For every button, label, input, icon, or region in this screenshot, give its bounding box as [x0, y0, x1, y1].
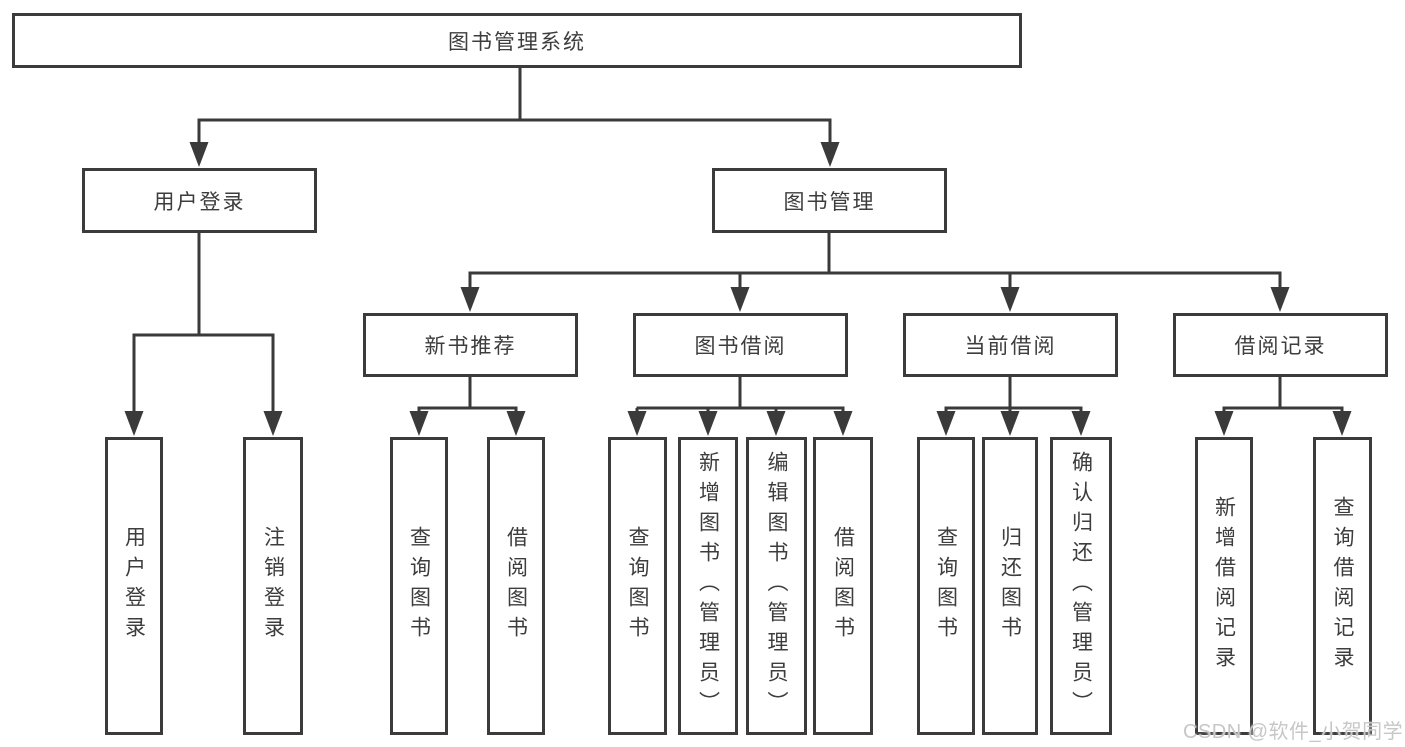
leaf-cb-query-books-label: 查询图书	[934, 526, 958, 646]
leaf-logout-label: 注销登录	[261, 526, 285, 646]
leaf-nbr-query-books: 查询图书	[390, 437, 448, 735]
leaf-cb-return-books-label: 归还图书	[998, 526, 1022, 646]
leaf-br-query-record: 查询借阅记录	[1313, 437, 1372, 735]
leaf-bb-query-books: 查询图书	[608, 437, 667, 735]
leaf-cb-confirm-return-admin: 确认归还（管理员）	[1050, 437, 1112, 735]
leaf-bb-borrow-books-label: 借阅图书	[831, 526, 855, 646]
node-current-borrowing: 当前借阅	[903, 313, 1118, 377]
leaf-br-query-record-label: 查询借阅记录	[1331, 496, 1354, 676]
leaf-bb-edit-books-admin: 编辑图书（管理员）	[746, 437, 807, 735]
leaf-cb-return-books: 归还图书	[982, 437, 1038, 735]
leaf-nbr-query-books-label: 查询图书	[407, 526, 431, 646]
node-borrow-records-label: 借阅记录	[1234, 335, 1327, 358]
leaf-nbr-borrow-books-label: 借阅图书	[504, 526, 528, 646]
node-borrow-records: 借阅记录	[1173, 313, 1388, 377]
node-user-login-label: 用户登录	[153, 190, 246, 214]
leaf-bb-add-books-admin-label: 新增图书（管理员）	[696, 451, 720, 721]
leaf-nbr-borrow-books: 借阅图书	[487, 437, 545, 735]
leaf-bb-query-books-label: 查询图书	[626, 526, 649, 646]
node-book-management: 图书管理	[712, 168, 947, 233]
node-root: 图书管理系统	[12, 13, 1022, 68]
leaf-bb-add-books-admin: 新增图书（管理员）	[678, 437, 738, 735]
leaf-user-login: 用户登录	[105, 437, 163, 735]
leaf-cb-confirm-return-admin-label: 确认归还（管理员）	[1069, 451, 1093, 721]
node-new-book-recommend-label: 新书推荐	[424, 335, 517, 358]
leaf-br-add-record-label: 新增借阅记录	[1212, 496, 1236, 676]
node-book-borrowing-label: 图书借阅	[694, 335, 787, 358]
node-new-book-recommend: 新书推荐	[363, 313, 578, 377]
node-book-management-label: 图书管理	[783, 190, 876, 214]
node-user-login: 用户登录	[82, 168, 317, 233]
node-book-borrowing: 图书借阅	[633, 313, 848, 377]
node-current-borrowing-label: 当前借阅	[964, 335, 1057, 358]
leaf-br-add-record: 新增借阅记录	[1195, 437, 1253, 735]
leaf-user-login-label: 用户登录	[122, 526, 146, 646]
node-root-label: 图书管理系统	[448, 30, 586, 54]
leaf-bb-borrow-books: 借阅图书	[813, 437, 873, 735]
leaf-cb-query-books: 查询图书	[917, 437, 975, 735]
csdn-watermark: CSDN @软件_小贺同学	[1183, 721, 1404, 743]
leaf-logout: 注销登录	[243, 437, 303, 735]
leaf-bb-edit-books-admin-label: 编辑图书（管理员）	[765, 451, 788, 721]
